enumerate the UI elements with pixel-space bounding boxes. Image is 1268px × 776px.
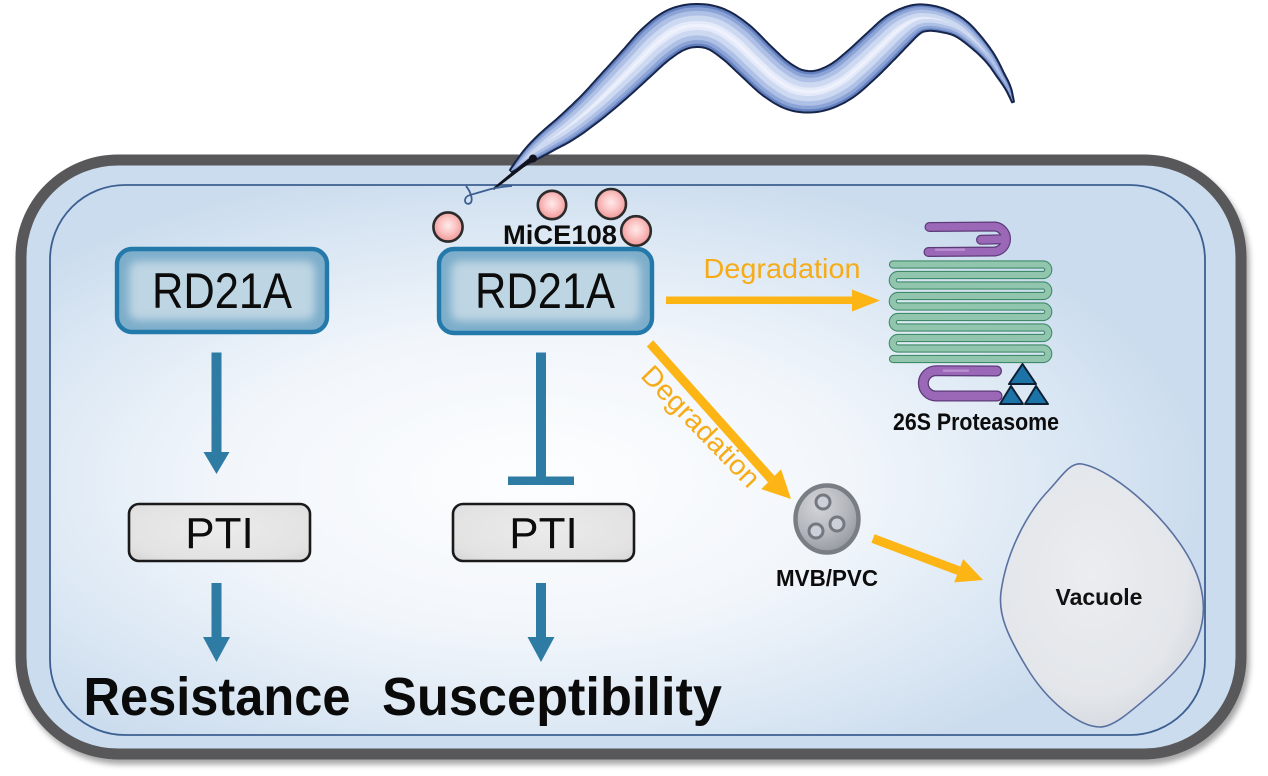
svg-text:Susceptibility: Susceptibility [382, 667, 722, 727]
svg-text:Degradation: Degradation [704, 253, 861, 284]
svg-text:RD21A: RD21A [152, 263, 293, 319]
svg-text:MVB/PVC: MVB/PVC [776, 565, 878, 591]
svg-text:26S Proteasome: 26S Proteasome [893, 409, 1059, 436]
svg-text:RD21A: RD21A [475, 263, 616, 319]
svg-text:Resistance: Resistance [84, 667, 351, 727]
svg-text:PTI: PTI [185, 509, 253, 558]
svg-text:PTI: PTI [509, 509, 577, 558]
svg-text:Vacuole: Vacuole [1056, 584, 1143, 610]
svg-text:MiCE108: MiCE108 [503, 220, 617, 250]
